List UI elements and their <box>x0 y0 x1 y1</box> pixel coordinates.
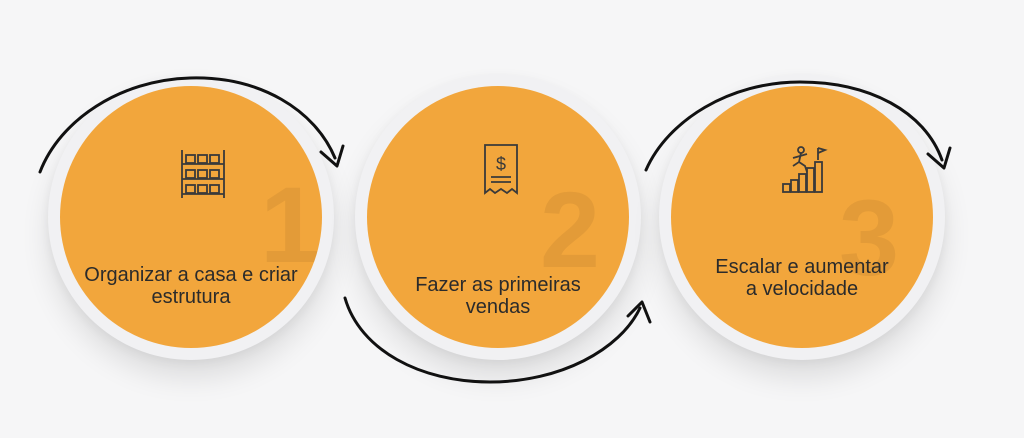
climbing-growth-chart-icon <box>782 146 828 193</box>
step-1-ring: 1 Organi <box>48 74 334 360</box>
step-3-disc: 3 Escalar e aumentar a velocid <box>671 86 933 348</box>
step-2-label: Fazer as primeiras vendas <box>415 274 581 318</box>
arrow-3-head <box>926 146 952 170</box>
step-1-label: Organizar a casa e criar estrutura <box>84 264 298 308</box>
arrow-1-head <box>319 144 345 168</box>
arrow-2-head <box>626 300 652 324</box>
receipt-dollar-icon: $ <box>484 144 518 195</box>
arrow-3-arc <box>644 80 944 172</box>
svg-text:$: $ <box>496 154 506 174</box>
step-3-number: 3 <box>839 177 900 298</box>
shelf-icon <box>181 150 225 198</box>
step-3-ring: 3 Escalar e aumentar a velocid <box>659 74 945 360</box>
step-2-number: 2 <box>540 169 601 290</box>
arrow-1-arc <box>38 76 337 174</box>
step-2-disc: 2 $ Fazer as primeiras vendas <box>367 86 629 348</box>
step-2-ring: 2 $ Fazer as primeiras vendas <box>355 74 641 360</box>
arrow-2-arc <box>343 296 642 384</box>
step-1-disc: 1 Organi <box>60 86 322 348</box>
step-3-label: Escalar e aumentar a velocidade <box>715 256 889 300</box>
step-1-number: 1 <box>260 164 321 285</box>
